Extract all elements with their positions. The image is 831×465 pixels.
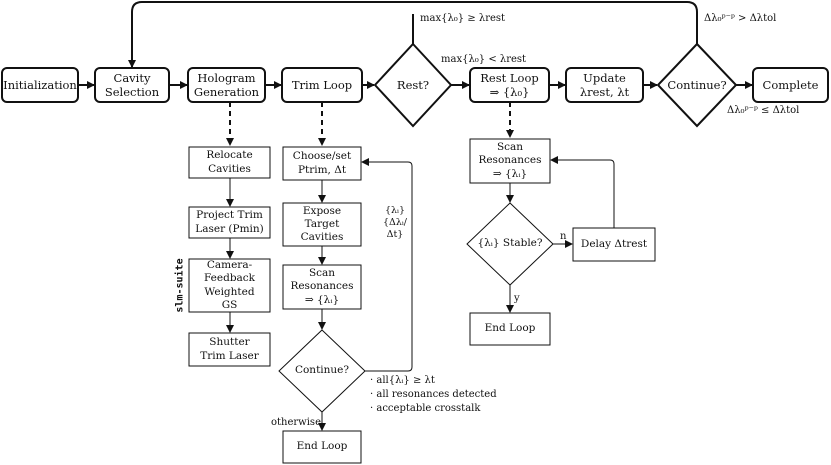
cavity-selection-label: Cavity Selection [104, 70, 160, 99]
slm-suite-label: slm-suite [174, 258, 186, 313]
trim-scan-box [282, 264, 362, 310]
continue-no-condition: Δλ₀ᵖ⁻ᵖ ≤ Δλtol [727, 105, 800, 116]
camera-gs-label: Camera- Feedback Weighted GS [203, 259, 256, 311]
arrow-delay-feedback [550, 156, 615, 228]
rest-end-loop-box [469, 312, 551, 346]
rest-yes-condition: max{λ₀} ≥ λrest [420, 13, 506, 24]
rest-scan-box [469, 138, 551, 184]
initialization-label: Initialization [3, 77, 77, 92]
trim-criterion-3: · acceptable crosstalk [370, 403, 481, 414]
project-label: Project Trim Laser (Pmin) [195, 209, 264, 235]
trim-feedback-label: {λᵢ} {Δλᵢ/Δt} [382, 205, 408, 240]
rest-no-condition: max{λ₀} < λrest [441, 54, 527, 65]
arrow-continue-loopback [128, 1, 698, 68]
trim-scan-label: Scan Resonances ⇒ {λᵢ} [290, 267, 354, 306]
trim-loop-label: Trim Loop [291, 77, 353, 92]
stable-no-label: n [560, 231, 567, 242]
expose-box [282, 202, 362, 247]
complete-box [752, 67, 829, 103]
continue-decision-diamond [656, 42, 738, 128]
trim-end-loop-label: End Loop [296, 440, 348, 453]
rest-decision-diamond [373, 42, 453, 128]
stable-decision-label: {λᵢ} Stable? [477, 237, 543, 250]
complete-label: Complete [762, 77, 819, 92]
delay-label: Delay Δtrest [580, 237, 648, 250]
shutter-label: Shutter Trim Laser [200, 336, 259, 362]
expose-label: Expose Target Cavities [300, 204, 344, 244]
rest-scan-label: Scan Resonances ⇒ {λᵢ} [478, 141, 542, 180]
choose-set-box [282, 146, 362, 181]
otherwise-label: otherwise [271, 417, 321, 428]
relocate-label: Relocate Cavities [206, 149, 253, 175]
trim-end-loop-box [282, 430, 362, 464]
trim-continue-label: Continue? [294, 364, 350, 377]
trim-criterion-1: · all{λᵢ} ≥ λt [370, 375, 435, 386]
arrow-trim-feedback [361, 158, 413, 372]
trim-criterion-2: · all resonances detected [370, 389, 497, 400]
hologram-generation-label: Hologram Generation [193, 70, 260, 99]
stable-yes-label: y [514, 293, 520, 304]
rest-decision-label: Rest? [396, 77, 430, 92]
rest-loop-label: Rest Loop ⇒ {λ₀} [480, 70, 539, 99]
relocate-box [188, 146, 271, 179]
camera-gs-box [188, 258, 271, 313]
shutter-box [188, 332, 271, 367]
update-label: Update λrest, λt [579, 70, 630, 99]
choose-set-label: Choose/set Ptrim, Δt [292, 150, 352, 176]
rest-end-loop-label: End Loop [484, 322, 536, 335]
continue-decision-label: Continue? [667, 77, 727, 92]
continue-yes-condition: Δλ₀ᵖ⁻ᵖ > Δλtol [704, 13, 777, 24]
